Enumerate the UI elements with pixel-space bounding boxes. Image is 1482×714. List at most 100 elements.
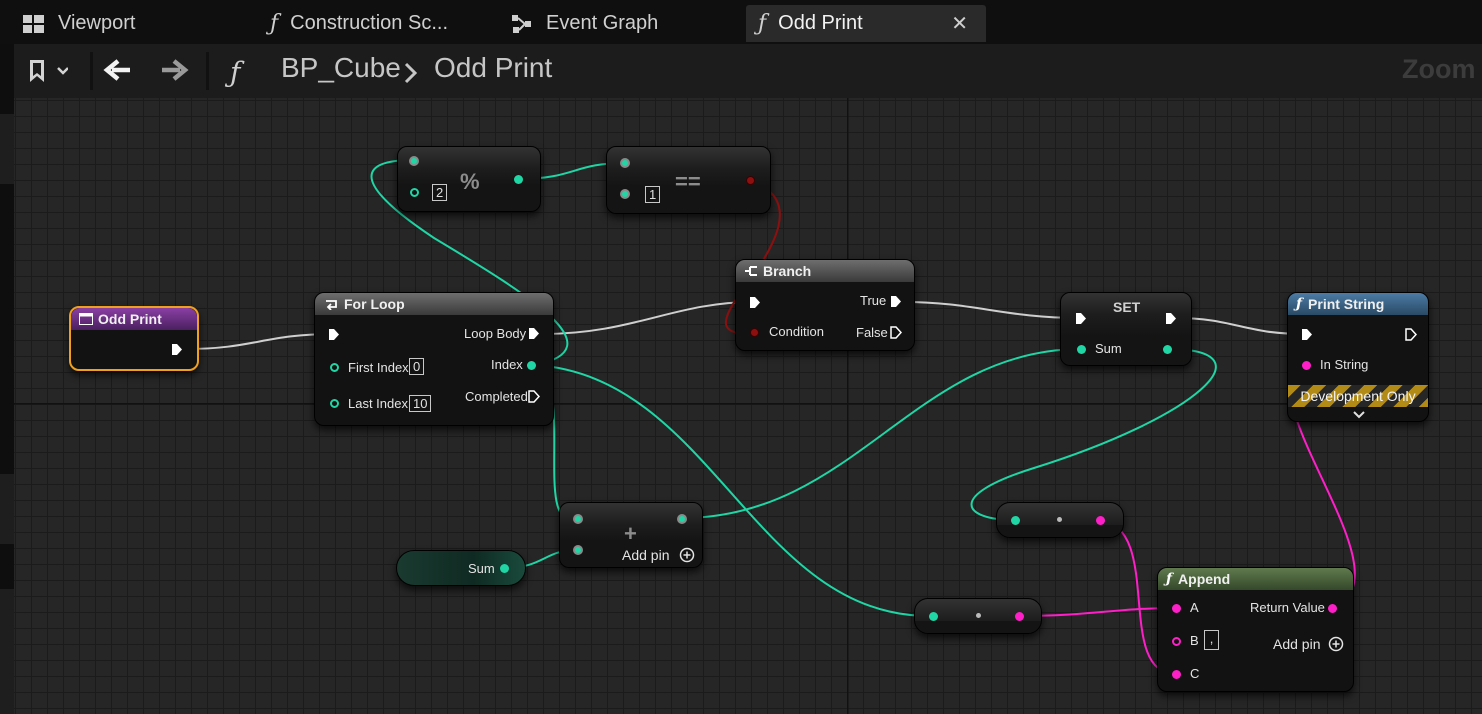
exec-true-pin[interactable] xyxy=(890,295,902,308)
tab-construction-script[interactable]: ƒ Construction Sc... xyxy=(270,5,490,42)
output-pin[interactable] xyxy=(746,176,755,185)
modulo-node[interactable]: 2 % xyxy=(397,146,541,212)
banner-label: Development Only xyxy=(1300,388,1416,404)
equal-node[interactable]: 1 == xyxy=(606,146,771,214)
pin-label: C xyxy=(1190,666,1200,681)
add-pin-icon[interactable] xyxy=(679,547,695,568)
graph-toolbar: ƒ BP_Cube Odd Print Zoom - xyxy=(14,44,1482,98)
wire-entry-to-forloop xyxy=(185,333,335,350)
tab-label: Event Graph xyxy=(546,12,659,34)
return-value-pin[interactable] xyxy=(1328,604,1337,613)
exec-in-pin[interactable] xyxy=(749,296,761,309)
exec-out-pin[interactable] xyxy=(171,343,183,356)
index-pin[interactable] xyxy=(527,361,536,370)
wire-setout-to-tostring xyxy=(970,348,1217,521)
add-pin-label[interactable]: Add pin xyxy=(622,547,670,563)
wire-set-to-print xyxy=(1175,317,1305,335)
exec-out-pin[interactable] xyxy=(1405,328,1417,341)
first-index-pin[interactable] xyxy=(330,363,339,372)
node-title: For Loop xyxy=(344,296,405,312)
close-icon[interactable]: ✕ xyxy=(951,13,968,35)
exec-false-pin[interactable] xyxy=(890,326,902,339)
input-pin[interactable] xyxy=(573,514,583,524)
exec-in-pin[interactable] xyxy=(1075,312,1087,325)
breadcrumb-function[interactable]: Odd Print xyxy=(434,52,553,83)
set-sum-node[interactable]: SET Sum xyxy=(1060,292,1192,366)
input-pin[interactable] xyxy=(620,158,630,168)
input-pin[interactable] xyxy=(410,188,419,197)
pin-label: Condition xyxy=(769,324,824,339)
left-dock-strip xyxy=(0,44,14,714)
equal-symbol: == xyxy=(675,169,701,194)
in-string-pin[interactable] xyxy=(1302,361,1311,370)
input-pin[interactable] xyxy=(1011,516,1020,525)
input-pin[interactable] xyxy=(929,612,938,621)
node-title: Append xyxy=(1178,571,1231,587)
node-title: Print String xyxy=(1308,296,1385,312)
back-arrow-icon[interactable] xyxy=(102,56,132,89)
branch-node[interactable]: Branch Condition True False xyxy=(735,259,915,351)
bookmark-icon[interactable] xyxy=(28,58,69,89)
input-pin[interactable] xyxy=(573,545,583,555)
compare-value[interactable]: 1 xyxy=(645,186,661,203)
first-index-value[interactable]: 0 xyxy=(409,358,425,375)
pin-label: True xyxy=(860,293,887,308)
exec-out-pin[interactable] xyxy=(1165,312,1177,325)
graph-canvas[interactable]: 2 % 1 == Branch Condition True False Odd… xyxy=(14,98,1482,714)
function-icon: ƒ xyxy=(1166,571,1173,587)
add-pin-label[interactable]: Add pin xyxy=(1273,636,1321,652)
pin-label: Index xyxy=(491,357,523,372)
condition-pin[interactable] xyxy=(750,328,759,337)
append-node[interactable]: ƒ Append A B , C Return Value Add pin xyxy=(1157,567,1354,692)
wire-loopbody-to-branch xyxy=(541,301,755,335)
chevron-right-icon xyxy=(403,62,419,89)
exec-loop-body-pin[interactable] xyxy=(528,327,540,340)
exec-completed-pin[interactable] xyxy=(528,390,540,403)
tab-event-graph[interactable]: Event Graph xyxy=(510,5,730,42)
pin-label: Completed xyxy=(465,389,528,404)
output-pin[interactable] xyxy=(1096,516,1105,525)
b-input-pin[interactable] xyxy=(1172,637,1181,646)
pin-label: B xyxy=(1190,633,1199,648)
to-string-conversion-node[interactable] xyxy=(914,598,1042,634)
output-pin[interactable] xyxy=(677,514,687,524)
wire-index-to-tostring xyxy=(535,364,933,618)
function-entry-icon xyxy=(79,313,93,325)
function-entry-node[interactable]: Odd Print xyxy=(69,306,199,371)
output-pin[interactable] xyxy=(500,564,509,573)
a-input-pin[interactable] xyxy=(1172,604,1181,613)
pin-label: Return Value xyxy=(1250,600,1325,615)
output-pin[interactable] xyxy=(1015,612,1024,621)
input-pin[interactable] xyxy=(620,189,630,199)
last-index-pin[interactable] xyxy=(330,399,339,408)
add-pin-icon[interactable] xyxy=(1328,636,1344,657)
tab-odd-print[interactable]: ƒ Odd Print ✕ xyxy=(746,5,986,42)
c-input-pin[interactable] xyxy=(1172,670,1181,679)
node-title: Odd Print xyxy=(98,311,162,327)
exec-in-pin[interactable] xyxy=(1301,328,1313,341)
add-node[interactable]: + Add pin xyxy=(559,502,703,568)
last-index-value[interactable]: 10 xyxy=(409,395,432,412)
exec-in-pin[interactable] xyxy=(328,328,340,341)
for-loop-node[interactable]: For Loop First Index 0 Last Index 10 Loo… xyxy=(314,292,554,426)
modulo-symbol: % xyxy=(460,169,480,194)
chevron-down-icon[interactable] xyxy=(1352,407,1366,425)
add-symbol: + xyxy=(624,521,637,546)
breadcrumb-blueprint[interactable]: BP_Cube xyxy=(281,52,401,83)
input-pin[interactable] xyxy=(409,156,419,166)
output-pin[interactable] xyxy=(514,175,523,184)
sum-to-string-conversion-node[interactable] xyxy=(996,502,1124,538)
divisor-value[interactable]: 2 xyxy=(432,184,448,201)
sum-output-pin[interactable] xyxy=(1163,345,1172,354)
b-value[interactable]: , xyxy=(1204,630,1219,650)
tab-viewport[interactable]: Viewport xyxy=(22,5,222,42)
conversion-dot xyxy=(1057,517,1062,522)
sum-getter-node[interactable]: Sum xyxy=(396,550,526,586)
pin-label: First Index xyxy=(348,360,409,375)
node-title: Branch xyxy=(763,263,812,279)
function-icon: ƒ xyxy=(1296,296,1303,312)
print-string-node[interactable]: ƒ Print String In String Development Onl… xyxy=(1287,292,1429,422)
sum-input-pin[interactable] xyxy=(1077,345,1086,354)
viewport-icon xyxy=(22,14,46,34)
forward-arrow-icon[interactable] xyxy=(160,56,190,89)
